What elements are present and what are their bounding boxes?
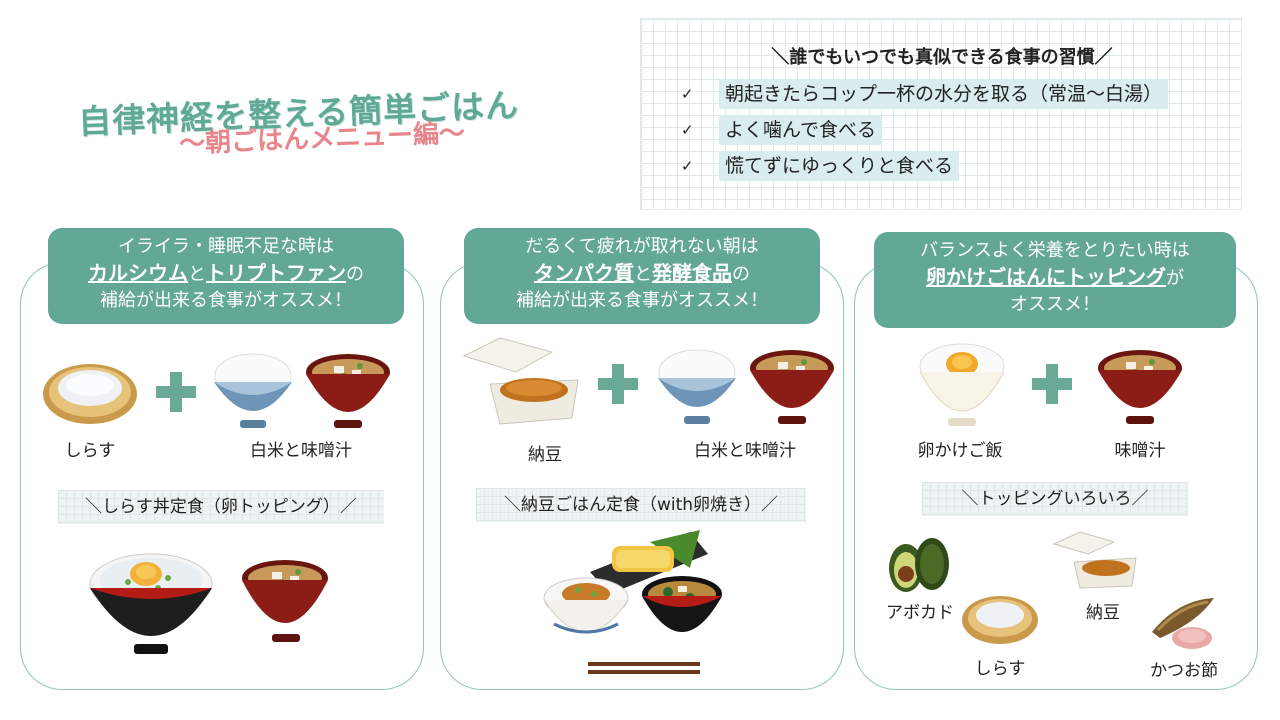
topping-label: かつお節 bbox=[1150, 661, 1218, 681]
topping-label: 納豆 bbox=[1086, 603, 1120, 623]
rice-bowl-icon bbox=[214, 353, 292, 428]
food-label: 味噌汁 bbox=[1114, 441, 1166, 461]
panel-calcium bbox=[20, 262, 424, 690]
habit-item: ✓ よく噛んで食べる bbox=[681, 115, 883, 145]
panel-protein bbox=[440, 262, 844, 690]
shirasu-don-icon bbox=[89, 553, 213, 654]
miso-soup-icon bbox=[1098, 350, 1182, 424]
panel-header: だるくて疲れが取れない朝は タンパク質と発酵食品の 補給が出来る食事がオススメ！ bbox=[464, 228, 820, 324]
miso-soup-icon bbox=[306, 354, 390, 428]
topping-label: しらす bbox=[974, 659, 1026, 679]
plus-icon bbox=[156, 372, 196, 412]
plus-icon bbox=[1032, 364, 1072, 404]
check-icon: ✓ bbox=[681, 121, 694, 139]
habits-heading: ＼誰でもいつでも真似できる食事の習慣／ bbox=[771, 47, 1113, 68]
set-meal-label: ＼トッピングいろいろ／ bbox=[922, 482, 1188, 516]
shirasu-icon bbox=[962, 596, 1038, 644]
plus-icon bbox=[598, 364, 638, 404]
rice-bowl-icon bbox=[658, 349, 736, 424]
topping-label: アボカド bbox=[886, 603, 954, 623]
check-icon: ✓ bbox=[681, 157, 694, 175]
food-label: 白米と味噌汁 bbox=[250, 441, 352, 461]
avocado-icon bbox=[889, 538, 949, 592]
set-meal-label: ＼納豆ごはん定食（with卵焼き）／ bbox=[476, 488, 806, 522]
food-label: 白米と味噌汁 bbox=[694, 441, 796, 461]
shirasu-icon bbox=[43, 364, 137, 424]
miso-soup-icon bbox=[242, 560, 328, 642]
miso-soup-icon bbox=[750, 350, 834, 424]
habit-item: ✓ 朝起きたらコップ一杯の水分を取る（常温～白湯） bbox=[681, 79, 1169, 109]
check-icon: ✓ bbox=[681, 85, 694, 103]
natto-icon bbox=[462, 337, 579, 425]
natto-icon bbox=[1052, 531, 1137, 589]
food-label: 納豆 bbox=[528, 445, 562, 465]
panel-header: バランスよく栄養をとりたい時は 卵かけごはんにトッピングが オススメ！ bbox=[874, 232, 1236, 328]
set-meal-label: ＼しらす丼定食（卵トッピング）／ bbox=[58, 490, 384, 524]
food-label: しらす bbox=[64, 441, 116, 461]
habits-box: ＼誰でもいつでも真似できる食事の習慣／ ✓ 朝起きたらコップ一杯の水分を取る（常… bbox=[640, 18, 1242, 210]
food-label: 卵かけご飯 bbox=[917, 441, 1003, 461]
bonito-flakes-icon bbox=[1152, 598, 1214, 649]
panel-header: イライラ・睡眠不足な時は カルシウムとトリプトファンの 補給が出来る食事がオスス… bbox=[48, 228, 404, 324]
habit-item: ✓ 慌てずにゆっくりと食べる bbox=[681, 151, 960, 181]
natto-set-meal-icon bbox=[543, 530, 722, 674]
egg-rice-icon bbox=[919, 343, 1005, 426]
